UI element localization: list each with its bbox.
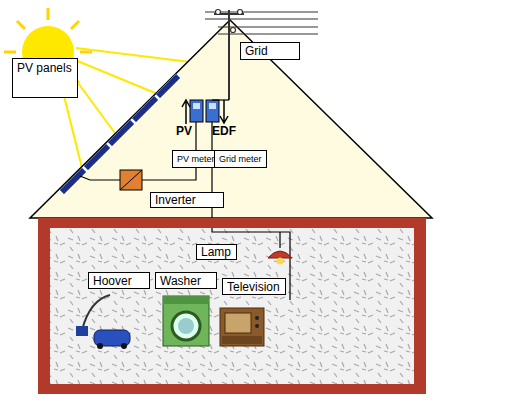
pv-arrow-label: PV: [176, 124, 192, 138]
edf-arrow-label: EDF: [212, 124, 236, 138]
television-label-box: Television: [222, 278, 286, 295]
box-text: Washer: [160, 274, 201, 288]
grid-label-box: Grid: [240, 42, 300, 60]
box-text: Hoover: [93, 274, 132, 288]
washer-drawing: [163, 296, 209, 346]
box-text: Television: [227, 280, 280, 294]
pv-meter-label-box: PV meter: [172, 150, 220, 168]
pv-panel-array: [60, 74, 180, 194]
lamp-label-box: Lamp: [196, 244, 237, 260]
meters: [182, 100, 228, 124]
box-text: Inverter: [155, 193, 196, 207]
grid-meter-label-box: Grid meter: [214, 150, 267, 168]
box-text: Grid meter: [219, 154, 262, 164]
inverter-unit: [120, 170, 142, 190]
lamp-symbol: [268, 251, 292, 265]
box-text: Lamp: [201, 245, 231, 259]
power-lines: [205, 10, 318, 101]
box-text: PV panels: [17, 61, 72, 75]
brick-wall: [38, 218, 426, 394]
hoover-label-box: Hoover: [88, 272, 150, 289]
roof: [30, 20, 432, 218]
box-text: Grid: [245, 44, 268, 58]
pv-panels-label-box: PV panels: [12, 58, 78, 98]
room-interior: [50, 228, 414, 384]
television-drawing: [220, 308, 264, 346]
hoover-drawing: [76, 295, 130, 349]
inverter-label-box: Inverter: [150, 192, 224, 208]
box-text: PV meter: [177, 154, 215, 164]
washer-label-box: Washer: [155, 272, 217, 289]
